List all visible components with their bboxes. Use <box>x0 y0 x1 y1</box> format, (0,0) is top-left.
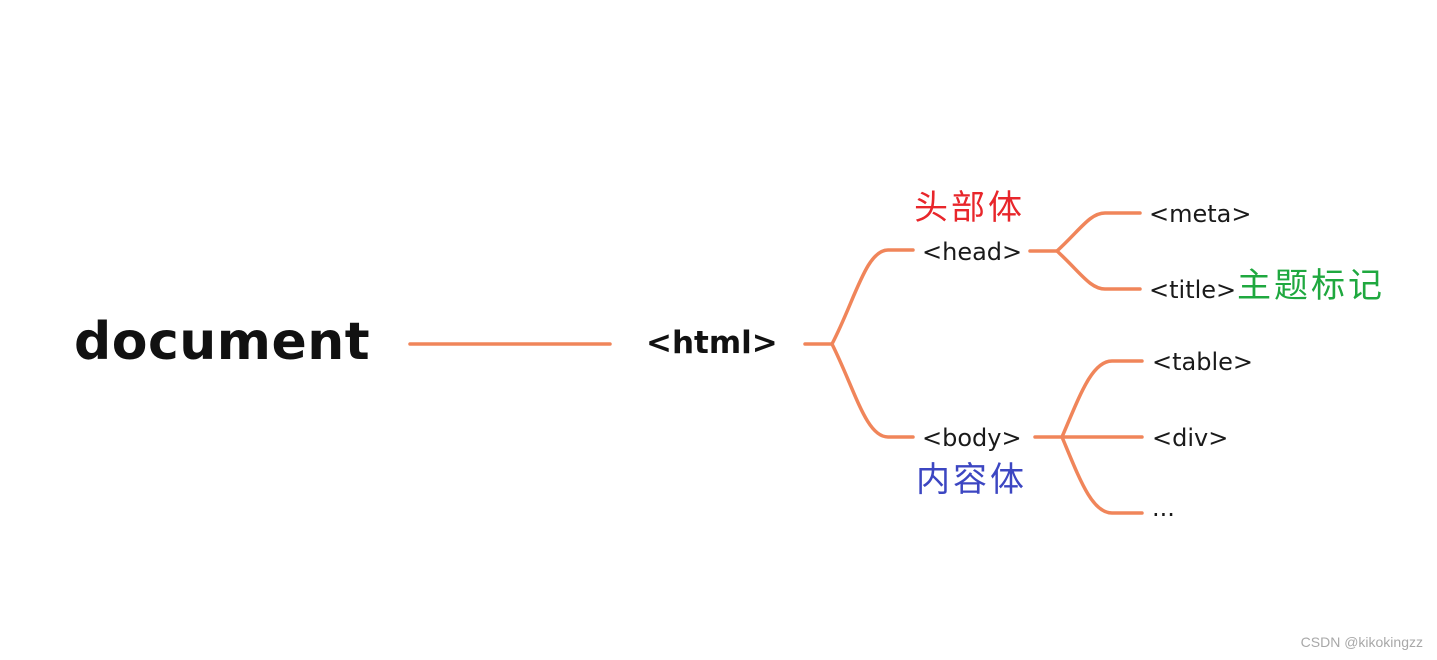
connector-head-meta <box>1028 211 1142 253</box>
connector-head-title <box>1055 249 1142 291</box>
connector-body-more <box>1060 435 1144 515</box>
note-head: 头部体 <box>914 188 1025 228</box>
node-body: <body> <box>922 424 1022 452</box>
node-meta: <meta> <box>1149 200 1252 228</box>
node-more: ... <box>1152 494 1175 522</box>
node-div: <div> <box>1152 424 1229 452</box>
watermark: CSDN @kikokingzz <box>1300 634 1423 650</box>
connector-html-body <box>830 342 915 439</box>
node-html: <html> <box>646 325 778 361</box>
note-body: 内容体 <box>916 460 1027 500</box>
connector-html-head <box>803 248 915 346</box>
node-document: document <box>74 312 371 372</box>
connector-body-table <box>1033 359 1144 439</box>
note-title: 主题标记 <box>1237 266 1385 306</box>
node-table: <table> <box>1152 348 1254 376</box>
node-title: <title> <box>1149 276 1237 304</box>
node-head: <head> <box>922 238 1023 266</box>
